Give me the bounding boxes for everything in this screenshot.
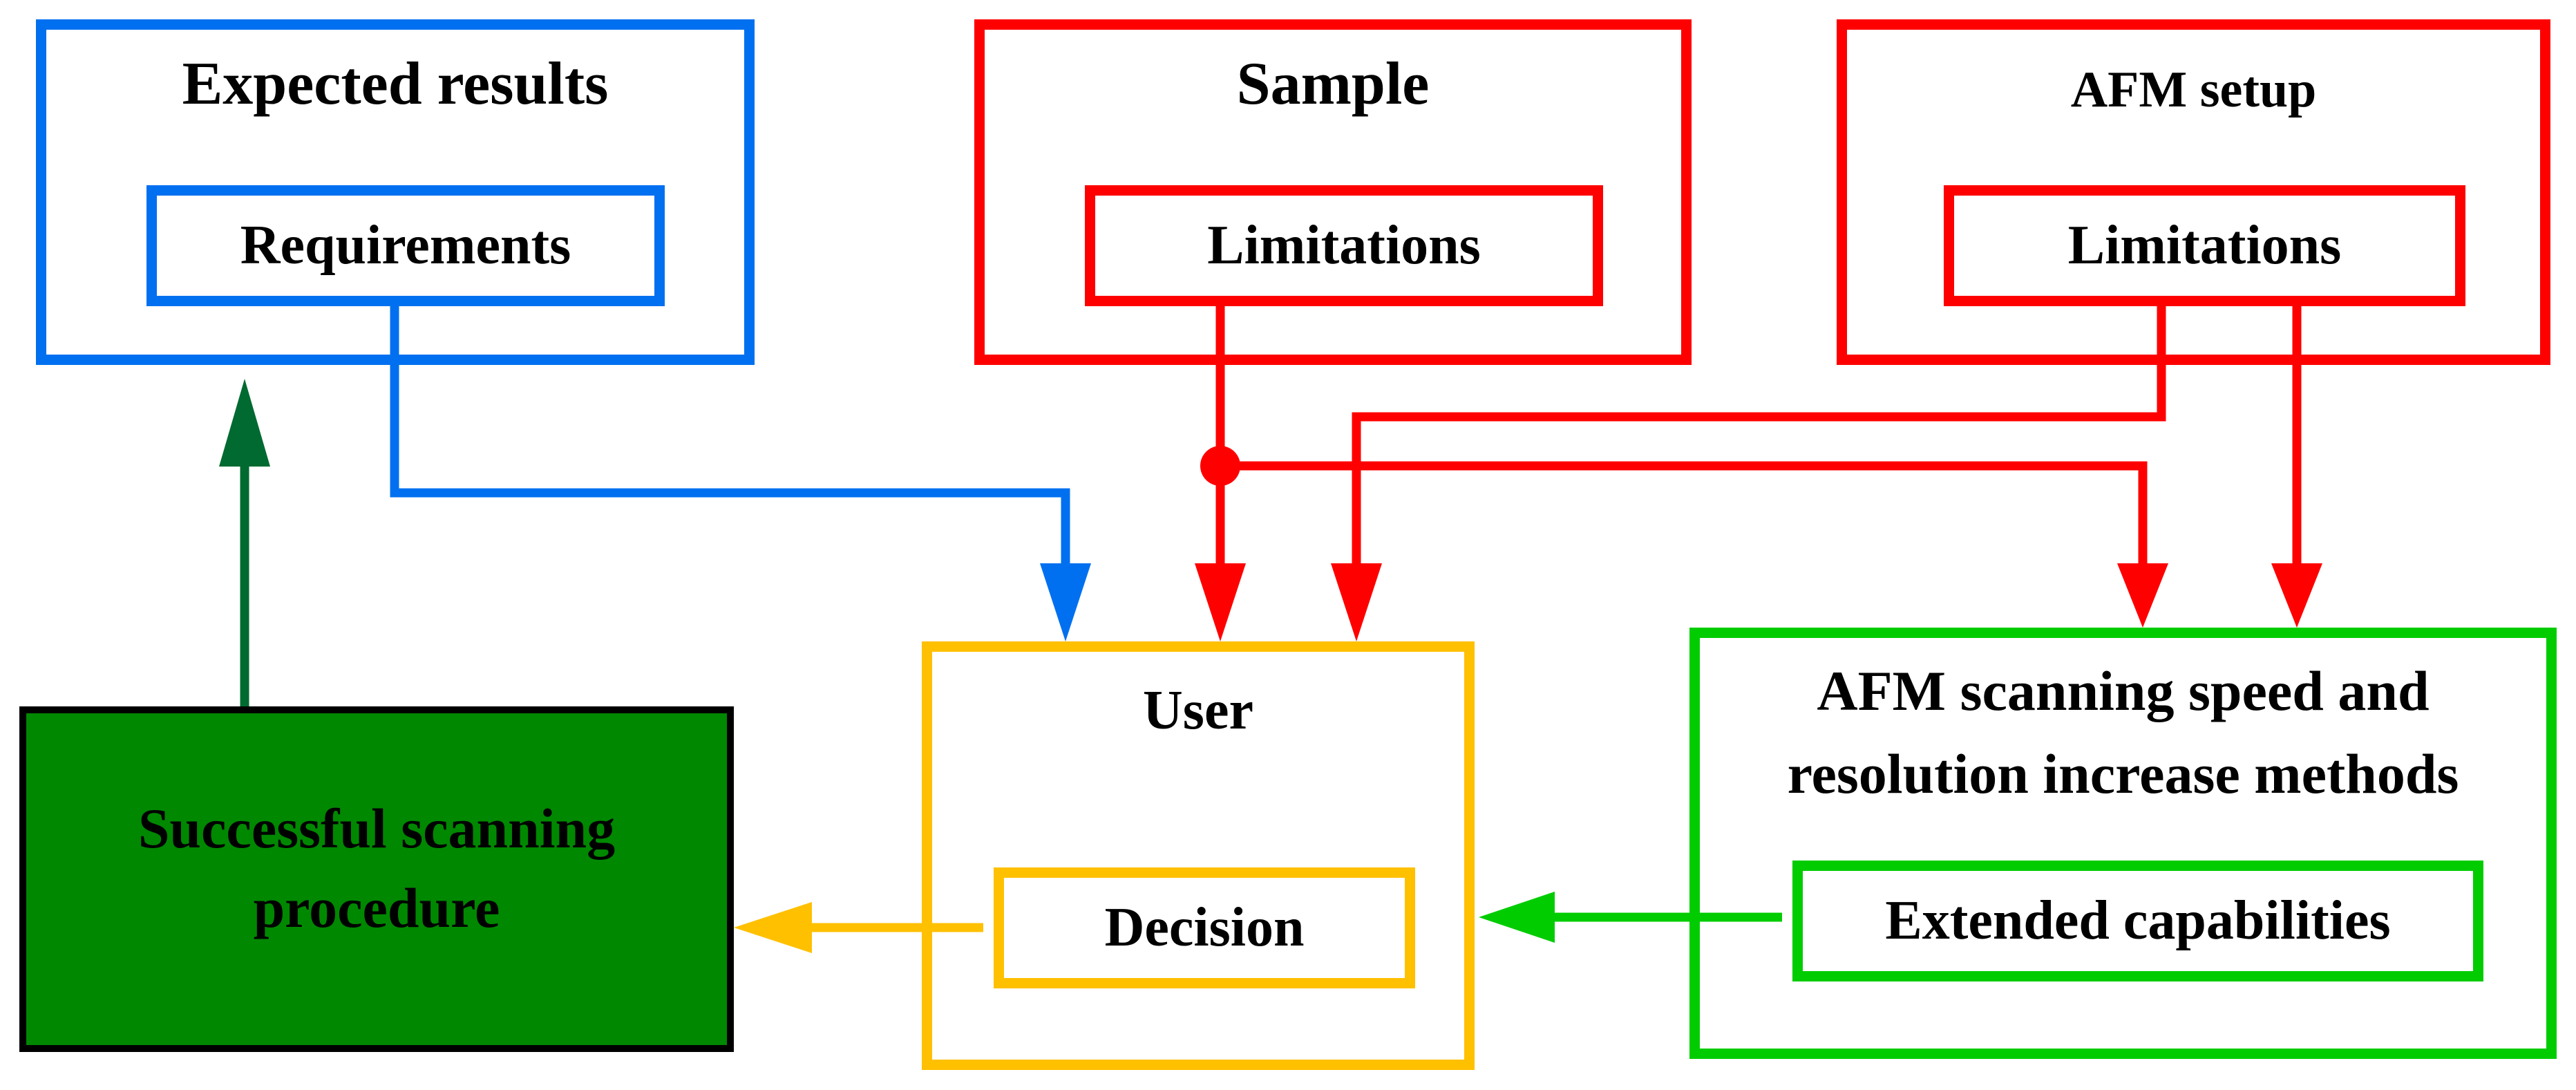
success-line2: procedure <box>253 876 500 939</box>
extended-capabilities-label: Extended capabilities <box>1885 890 2391 951</box>
expected-results-title: Expected results <box>182 50 609 118</box>
decision-box: Decision <box>994 867 1415 988</box>
arrowhead-user-red-1 <box>1195 563 1246 641</box>
afm-setup-title: AFM setup <box>2070 62 2317 118</box>
arrowhead-methods-red-1 <box>2117 563 2168 628</box>
requirements-box: Requirements <box>146 185 665 306</box>
junction-dot <box>1200 446 1240 486</box>
afm-setup-limitations-box: Limitations <box>1944 185 2465 306</box>
decision-label: Decision <box>1104 897 1305 958</box>
sample-box: Sample Limitations <box>974 19 1692 365</box>
arrowhead-user-red-2 <box>1331 563 1382 641</box>
afm-setup-limitations-label: Limitations <box>2067 215 2342 276</box>
sample-to-methods-line <box>1220 461 2148 584</box>
sample-limitations-label: Limitations <box>1207 215 1481 276</box>
success-line1: Successful scanning <box>138 797 616 860</box>
extended-capabilities-box: Extended capabilities <box>1792 861 2483 981</box>
requirements-to-user-line <box>390 296 1070 574</box>
sample-title: Sample <box>1236 50 1430 118</box>
user-box: User Decision <box>922 641 1475 1070</box>
success-box: Successful scanning procedure <box>19 706 734 1052</box>
expected-results-box: Expected results Requirements <box>36 19 755 365</box>
methods-title-line2: resolution increase methods <box>1787 742 2459 805</box>
arrowhead-expected-darkgreen <box>219 379 270 467</box>
arrowhead-methods-red-2 <box>2271 563 2322 628</box>
arrowhead-user-blue <box>1040 563 1091 641</box>
sample-limitations-box: Limitations <box>1085 185 1603 306</box>
requirements-label: Requirements <box>240 215 571 276</box>
methods-title-line1: AFM scanning speed and <box>1817 659 2430 722</box>
methods-box: AFM scanning speed and resolution increa… <box>1689 628 2557 1059</box>
afm-setup-box: AFM setup Limitations <box>1837 19 2550 365</box>
arrowhead-decision-green <box>1479 892 1555 943</box>
user-title: User <box>1143 680 1253 741</box>
arrowhead-success-yellow <box>734 902 812 953</box>
